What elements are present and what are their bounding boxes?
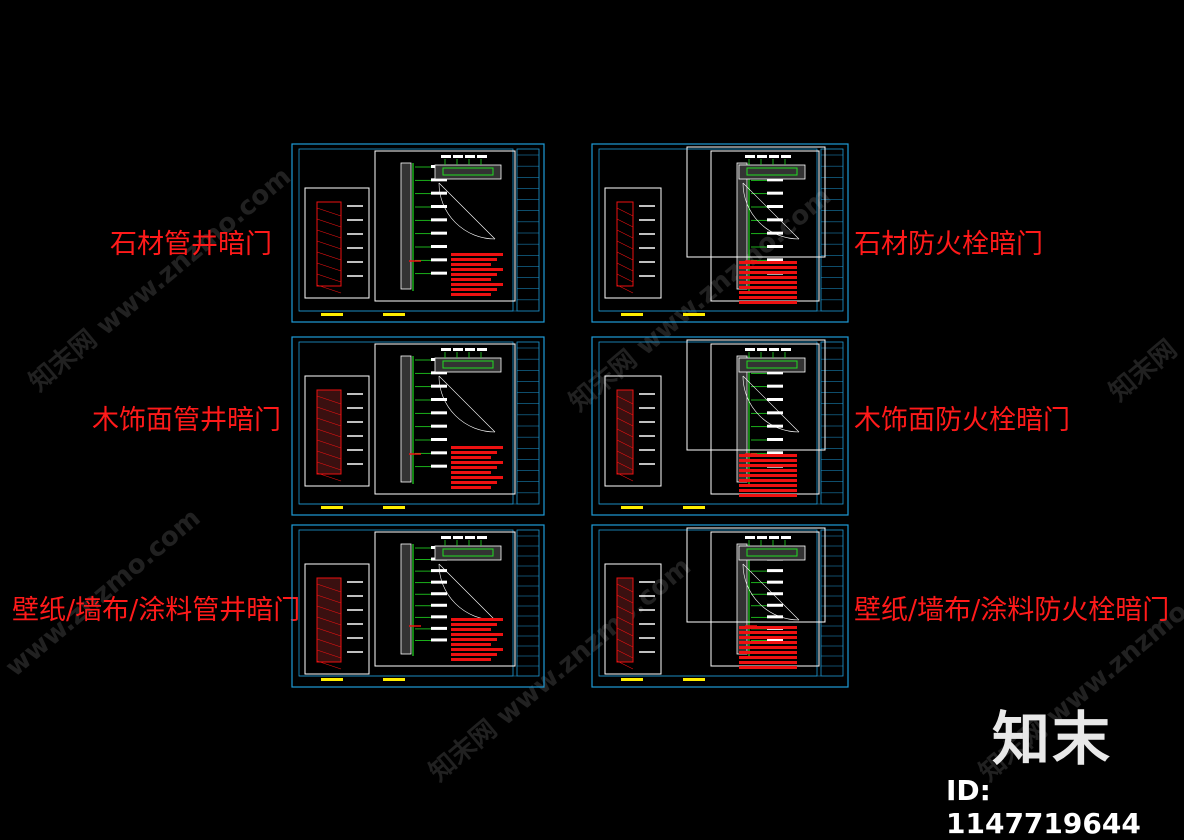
drawing-sheet-stone-shaft — [291, 143, 545, 323]
drawing-sheet-wallpaper-hydrant — [591, 524, 849, 688]
drawing-sheet-wallpaper-shaft — [291, 524, 545, 688]
drawing-sheet-stone-hydrant — [591, 143, 849, 323]
label-wallpaper-hydrant: 壁纸/墙布/涂料防火栓暗门 — [854, 595, 1170, 626]
label-wood-hydrant: 木饰面防火栓暗门 — [854, 405, 1070, 436]
watermark-1: 知末网 www.znzmo.com — [23, 161, 297, 398]
drawing-sheet-wood-shaft — [291, 336, 545, 516]
label-wallpaper-shaft: 壁纸/墙布/涂料管井暗门 — [12, 595, 301, 626]
watermark-6: 知末网 — [1103, 334, 1183, 408]
drawing-sheet-wood-hydrant — [591, 336, 849, 516]
label-stone-shaft: 石材管井暗门 — [110, 229, 272, 260]
label-stone-hydrant: 石材防火栓暗门 — [854, 229, 1043, 260]
asset-id: ID: 1147719644 — [946, 774, 1141, 840]
watermark-2: www.znzmo.com — [0, 502, 207, 683]
brand-logo: 知末 — [992, 705, 1113, 773]
label-wood-shaft: 木饰面管井暗门 — [92, 405, 281, 436]
